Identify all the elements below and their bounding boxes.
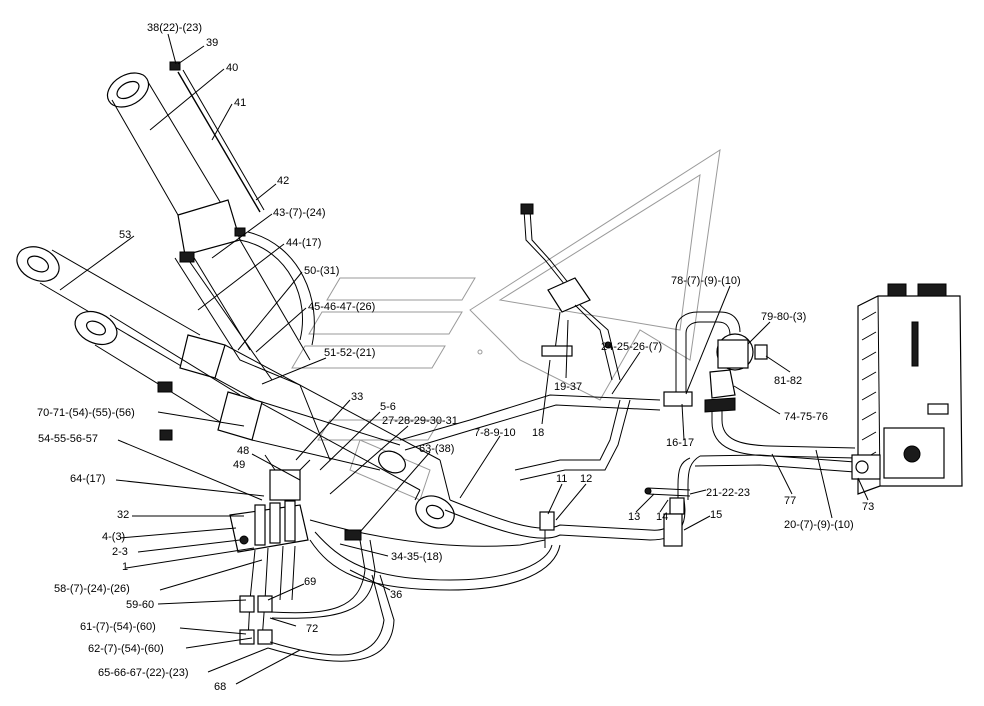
callout-79: 79-80-(3) (761, 311, 806, 323)
callout-38: 38(22)-(23) (147, 22, 202, 34)
callout-12: 12 (580, 473, 592, 485)
callout-1: 1 (122, 561, 128, 573)
callout-24: 24-25-26-(7) (601, 341, 662, 353)
callout-78: 78-(7)-(9)-(10) (671, 275, 741, 287)
middle-cylinder (74, 310, 406, 474)
callout-73: 73 (862, 501, 874, 513)
callout-48: 48 (237, 445, 249, 457)
callout-68: 68 (214, 681, 226, 693)
callout-27: 27-28-29-30-31 (382, 415, 458, 427)
callout-58: 58-(7)-(24)-(26) (54, 583, 130, 595)
left-cylinder (16, 246, 455, 529)
callout-36: 36 (390, 589, 402, 601)
callout-53: 53 (119, 229, 131, 241)
callout-63: 63-(38) (419, 443, 454, 455)
callout-20: 20-(7)-(9)-(10) (784, 519, 854, 531)
callout-5-6: 5-6 (380, 401, 396, 413)
callout-70: 70-71-(54)-(55)-(56) (37, 407, 135, 419)
upper-cylinder (106, 72, 331, 461)
control-valve (229, 454, 311, 645)
callout-69: 69 (304, 576, 316, 588)
callout-7: 7-8-9-10 (474, 427, 516, 439)
callout-64: 64-(17) (70, 473, 105, 485)
callout-33: 33 (351, 391, 363, 403)
callout-81: 81-82 (774, 375, 802, 387)
callout-44: 44-(17) (286, 237, 321, 249)
callout-72: 72 (306, 623, 318, 635)
callout-15: 15 (710, 509, 722, 521)
callout-14: 14 (656, 511, 668, 523)
callout-59: 59-60 (126, 599, 154, 611)
callout-labels: 38(22)-(23) 39 40 41 42 43-(7)-(24) 44-(… (37, 22, 874, 693)
callout-51: 51-52-(21) (324, 347, 375, 359)
callout-77: 77 (784, 495, 796, 507)
callout-45: 45-46-47-(26) (308, 301, 375, 313)
callout-41: 41 (234, 97, 246, 109)
callout-11: 11 (556, 473, 567, 485)
callout-61: 61-(7)-(54)-(60) (80, 621, 156, 633)
upper-valve-assembly (520, 203, 621, 381)
watermark (291, 148, 721, 501)
callout-21: 21-22-23 (706, 487, 750, 499)
callout-16: 16-17 (666, 437, 694, 449)
hydraulic-tank (851, 283, 963, 495)
rod (169, 61, 265, 213)
callout-32: 32 (117, 509, 129, 521)
leader-lines (59, 33, 869, 685)
callout-50: 50-(31) (304, 265, 339, 277)
callout-62: 62-(7)-(54)-(60) (88, 643, 164, 655)
pipework (399, 394, 686, 548)
callout-65: 65-66-67-(22)-(23) (98, 667, 188, 679)
callout-2-3: 2-3 (112, 546, 128, 558)
valve-cluster (663, 311, 856, 459)
callout-74: 74-75-76 (784, 411, 828, 423)
callout-54: 54-55-56-57 (38, 433, 98, 445)
callout-43: 43-(7)-(24) (273, 207, 326, 219)
lower-hoses (267, 519, 561, 662)
lower-right-fittings (644, 454, 856, 547)
callout-34: 34-35-(18) (391, 551, 442, 563)
callout-42: 42 (277, 175, 289, 187)
callout-4: 4-(3) (102, 531, 125, 543)
callout-49: 49 (233, 459, 245, 471)
callout-13: 13 (628, 511, 640, 523)
callout-40: 40 (226, 62, 238, 74)
callout-39: 39 (206, 37, 218, 49)
callout-19: 19-37 (554, 381, 582, 393)
callout-18: 18 (532, 427, 544, 439)
